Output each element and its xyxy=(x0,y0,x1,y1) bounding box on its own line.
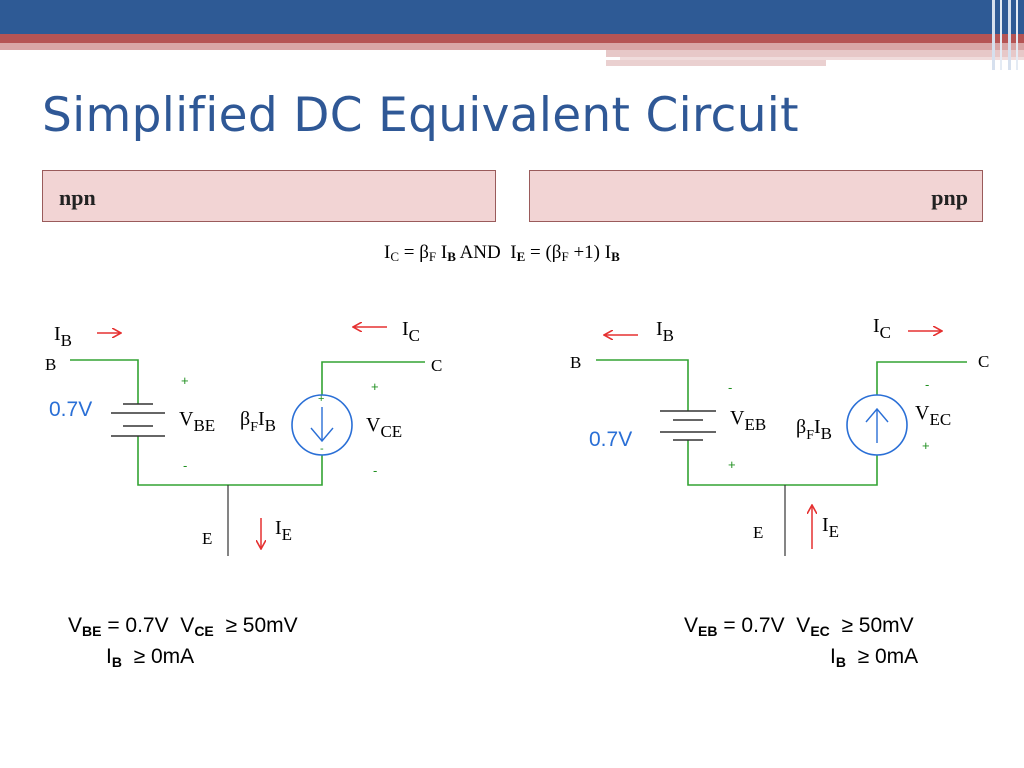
npn-node-c: C xyxy=(431,356,442,375)
header-band-vline-4 xyxy=(1016,0,1018,70)
npn-wire-collector xyxy=(321,361,425,395)
npn-vce-minus: - xyxy=(373,463,377,478)
pnp-cond-v2: V xyxy=(796,614,811,637)
pnp-node-b: B xyxy=(570,353,581,372)
npn-cond-ib-sub: B xyxy=(111,654,122,670)
npn-source-arrow-head xyxy=(310,427,334,443)
pnp-dependent-label: βFIB xyxy=(796,416,832,443)
npn-cond-ib-val: ≥ 0mA xyxy=(133,645,195,668)
pnp-ib-label: IB xyxy=(656,318,674,345)
eq-beta: β xyxy=(419,242,429,263)
npn-source-voltage: 0.7V xyxy=(49,398,92,421)
header-band-stripe-1 xyxy=(606,50,1024,57)
npn-vce-label: VCE xyxy=(366,414,402,441)
eq-f-sub2: F xyxy=(561,249,569,264)
header-band-blue xyxy=(0,0,1024,34)
pnp-ic-label: IC xyxy=(873,315,891,342)
pnp-label: pnp xyxy=(931,185,968,210)
npn-source-minus: - xyxy=(320,443,324,455)
pnp-wire-base xyxy=(596,359,689,411)
npn-cond-v1: V xyxy=(68,614,83,637)
header-band-red-light xyxy=(0,43,1024,50)
eq-f-sub: F xyxy=(428,249,437,264)
pnp-vec-minus: - xyxy=(925,377,929,392)
current-relation-equation: IC = βF IB AND IE = (βF +1) IB xyxy=(384,242,620,264)
npn-conditions-line2: IB ≥ 0mA xyxy=(106,645,194,670)
pnp-cond-ib-val: ≥ 0mA xyxy=(857,645,919,668)
npn-node-b: B xyxy=(45,355,56,374)
npn-cond-ib: I xyxy=(106,645,112,668)
pnp-veb-minus: - xyxy=(728,380,732,395)
npn-ib-label: IB xyxy=(54,323,72,350)
npn-conditions-line1: VBE = 0.7V VCE ≥ 50mV xyxy=(68,614,298,639)
pnp-wire-battery-bottom xyxy=(687,440,878,486)
header-band-vline-3 xyxy=(1008,0,1011,70)
pnp-vec-label: VEC xyxy=(915,402,951,429)
pnp-circuit: IB IC IE B C E 0.7V VEB VEC βFIB - + - + xyxy=(570,315,989,556)
pnp-node-e: E xyxy=(753,523,763,542)
npn-vce-plus: + xyxy=(371,379,379,394)
eq-i3: I xyxy=(510,242,517,263)
eq-and: AND xyxy=(459,242,501,263)
npn-cond-v2: V xyxy=(180,614,195,637)
npn-vbe-minus: - xyxy=(183,458,187,473)
npn-circuit: IB IC IE B C E 0.7V VBE VCE βFIB + - + -… xyxy=(45,318,442,556)
pnp-ie-label: IE xyxy=(822,514,839,541)
pnp-node-c: C xyxy=(978,352,989,371)
eq-plus-one: +1) xyxy=(573,242,600,263)
npn-vbe-label: VBE xyxy=(179,408,215,435)
eq-beta2: β xyxy=(551,242,562,263)
npn-label-box: npn xyxy=(42,170,496,222)
npn-label: npn xyxy=(59,185,96,210)
eq-i: I xyxy=(384,242,391,263)
pnp-cond-v2-val: ≥ 50mV xyxy=(841,614,914,637)
npn-wire-base xyxy=(70,359,139,404)
pnp-label-box: pnp xyxy=(529,170,983,222)
eq-i2: I xyxy=(440,242,448,263)
header-band-vline-2 xyxy=(1000,0,1002,70)
header-band xyxy=(0,0,1024,70)
pnp-vec-plus: + xyxy=(922,438,930,453)
header-band-vline-1 xyxy=(992,0,995,70)
npn-source-plus: + xyxy=(318,393,324,405)
npn-vbe-plus: + xyxy=(181,373,189,388)
eq-ib-sub2: B xyxy=(611,249,620,264)
pnp-cond-v2-sub: EC xyxy=(810,623,830,639)
header-band-stripe-2 xyxy=(620,57,1024,60)
eq-ib-sub: B xyxy=(447,249,456,264)
pnp-conditions-line1: VEB = 0.7V VEC ≥ 50mV xyxy=(684,614,914,639)
eq-i4: I xyxy=(604,242,612,263)
npn-node-e: E xyxy=(202,529,212,548)
pnp-source-voltage: 0.7V xyxy=(589,428,632,451)
npn-wire-battery-bottom xyxy=(137,436,323,486)
pnp-cond-v1: V xyxy=(684,614,699,637)
pnp-conditions-line2: IB ≥ 0mA xyxy=(830,645,918,670)
pnp-cond-v1-val: = 0.7V xyxy=(723,614,785,637)
eq-ic-sub: C xyxy=(390,249,399,264)
pnp-veb-label: VEB xyxy=(730,407,766,434)
npn-dependent-label: βFIB xyxy=(240,408,276,435)
pnp-wire-collector xyxy=(876,361,967,395)
npn-ic-label: IC xyxy=(402,318,420,345)
pnp-veb-plus: + xyxy=(728,457,736,472)
npn-ie-label: IE xyxy=(275,517,292,544)
npn-cond-v2-val: ≥ 50mV xyxy=(225,614,298,637)
slide-title: Simplified DC Equivalent Circuit xyxy=(42,88,799,143)
pnp-cond-ib-sub: B xyxy=(835,654,846,670)
header-band-stripe-3 xyxy=(606,60,826,66)
npn-cond-v1-sub: BE xyxy=(82,623,102,639)
pnp-source-arrow-head xyxy=(865,407,889,423)
header-band-red xyxy=(0,34,1024,43)
npn-cond-v2-sub: CE xyxy=(194,623,214,639)
eq-ie-sub: E xyxy=(516,249,526,264)
pnp-cond-v1-sub: EB xyxy=(698,623,718,639)
pnp-cond-ib: I xyxy=(830,645,836,668)
npn-cond-v1-val: = 0.7V xyxy=(107,614,169,637)
